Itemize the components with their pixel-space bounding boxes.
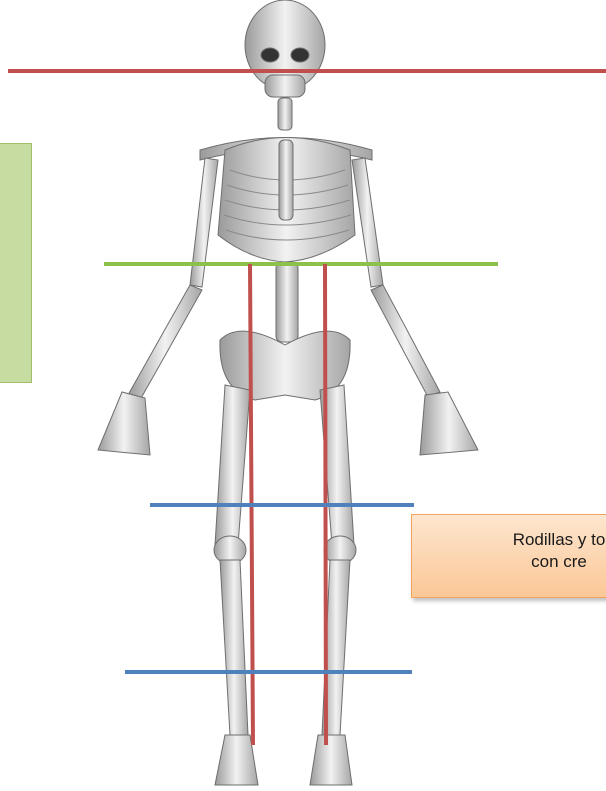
green-note-box	[0, 143, 32, 383]
left-tibia	[220, 560, 248, 735]
right-forearm	[371, 285, 440, 397]
sternum	[279, 140, 293, 220]
left-hand	[98, 392, 150, 455]
right-humerus	[352, 158, 383, 287]
lumbar-spine	[276, 262, 298, 342]
right-foot	[310, 735, 352, 785]
skeleton-figure	[98, 0, 478, 785]
left-humerus	[190, 158, 218, 287]
cervical-spine	[278, 98, 292, 130]
callout-text: Rodillas y to con cre	[429, 529, 606, 573]
left-forearm	[128, 285, 202, 400]
left-femur	[215, 385, 250, 545]
jaw	[265, 75, 305, 97]
callout-box: Rodillas y to con cre	[411, 514, 606, 598]
right-hand	[420, 392, 478, 455]
